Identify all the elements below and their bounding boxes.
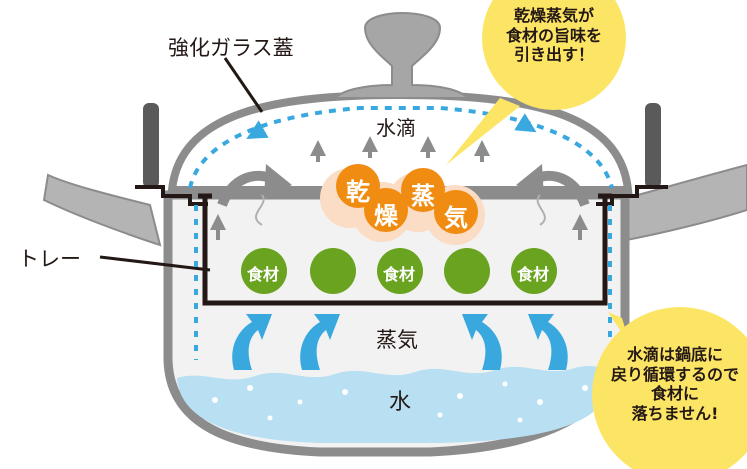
steam-ball-4 bbox=[434, 190, 478, 234]
callout-right-line2: 戻り循環するので bbox=[610, 364, 739, 384]
dry-steam-balls bbox=[336, 164, 478, 234]
right-handle bbox=[599, 163, 747, 247]
callout-right-bubble bbox=[592, 307, 747, 469]
callout-right-line1: 水滴は鍋底に bbox=[626, 345, 723, 364]
lid-pointer bbox=[223, 57, 264, 113]
left-steam-wisp bbox=[254, 194, 265, 226]
callout-top-tail bbox=[446, 98, 520, 165]
callout-right-text: 水滴は鍋底に 戻り循環するので 食材に 落ちません! bbox=[600, 345, 747, 423]
callout-top-line1: 乾燥蒸気が bbox=[513, 6, 594, 25]
food-label-3: 食材 bbox=[383, 265, 416, 284]
steam-label: 蒸気 bbox=[376, 328, 418, 352]
food-item-3 bbox=[377, 248, 423, 294]
vapor-up-arrows bbox=[210, 136, 588, 240]
water-drops-label: 水滴 bbox=[376, 116, 416, 140]
steam-rise-arrows bbox=[232, 314, 568, 370]
food-label-1: 食材 bbox=[247, 265, 280, 284]
condensation-arrow-left bbox=[246, 120, 269, 139]
left-lid-post bbox=[143, 103, 159, 188]
steam-arrow-2 bbox=[300, 314, 340, 370]
tray-pointer bbox=[99, 255, 211, 272]
lid-label: 強化ガラス蓋 bbox=[168, 36, 294, 60]
right-lid-post bbox=[645, 103, 661, 188]
callout-top-line3: 引き出す！ bbox=[513, 45, 594, 65]
steam-ball-2 bbox=[364, 188, 408, 232]
left-curve-arrowhead bbox=[264, 164, 292, 198]
callout-right-line4: 落ちません! bbox=[631, 403, 719, 423]
food-item-5 bbox=[511, 248, 557, 294]
callout-top-bubble bbox=[482, 0, 626, 110]
right-steam-wisp bbox=[536, 194, 546, 226]
lid-knob bbox=[332, 12, 471, 99]
dry-steam-char-4: 気 bbox=[444, 204, 468, 232]
right-curve-arrowhead bbox=[516, 164, 544, 198]
steam-arrow-3 bbox=[462, 314, 502, 370]
callout-top-text: 乾燥蒸気が 食材の旨味を 引き出す！ bbox=[494, 6, 614, 65]
food-item-2 bbox=[310, 248, 356, 294]
dry-steam-char-3: 蒸 bbox=[411, 182, 435, 210]
callout-right-line3: 食材に bbox=[650, 384, 699, 404]
callout-top-line2: 食材の旨味を bbox=[505, 25, 602, 45]
callout-right-tail bbox=[608, 312, 630, 345]
left-rim bbox=[135, 185, 208, 206]
condensation-path bbox=[188, 106, 614, 189]
right-rim bbox=[596, 185, 668, 206]
dry-steam-char-2: 燥 bbox=[374, 202, 398, 230]
steam-ball-3 bbox=[401, 168, 445, 212]
tray-label: トレー bbox=[18, 247, 81, 271]
condensation-arrow-right bbox=[514, 113, 537, 133]
steam-arrow-1 bbox=[232, 314, 272, 370]
steam-arrow-4 bbox=[528, 314, 568, 370]
water-label: 水 bbox=[389, 390, 412, 415]
tray bbox=[202, 196, 608, 306]
water-bubbles bbox=[212, 381, 588, 423]
food-item-1 bbox=[241, 248, 287, 294]
food-items bbox=[241, 248, 557, 294]
food-label-5: 食材 bbox=[517, 265, 550, 284]
food-item-4 bbox=[444, 248, 490, 294]
dry-steam-char-1: 乾 bbox=[346, 178, 370, 206]
left-handle bbox=[42, 173, 162, 247]
